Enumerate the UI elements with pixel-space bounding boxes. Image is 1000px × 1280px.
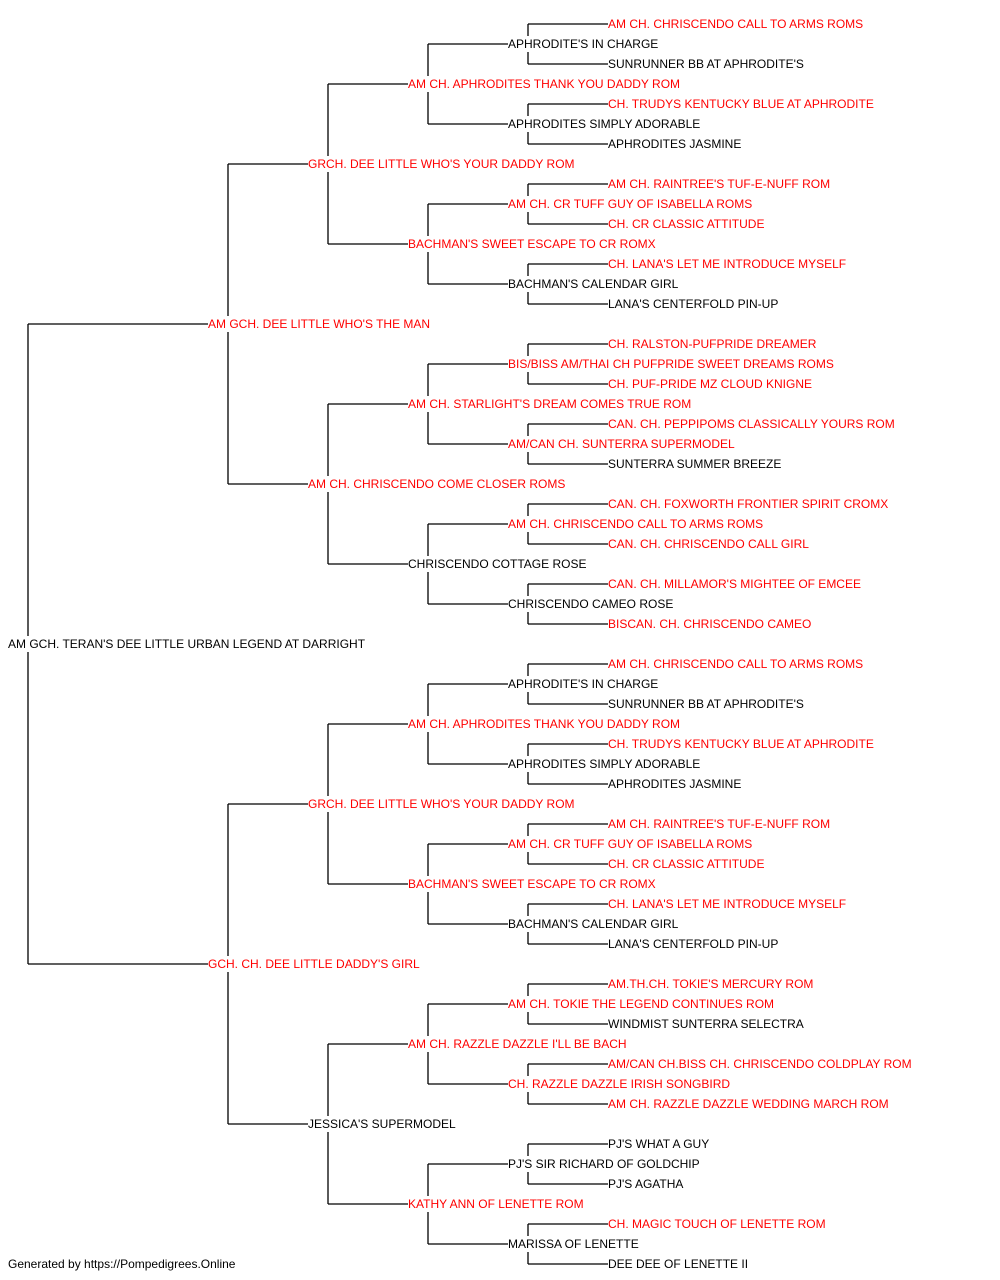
sire-name: AM CH. CHRISCENDO CALL TO ARMS ROMS (608, 657, 863, 671)
dam-name: KATHY ANN OF LENETTE ROM (408, 1197, 584, 1211)
dam-name: APHRODITES SIMPLY ADORABLE (508, 757, 700, 771)
sire-name: CH. LANA'S LET ME INTRODUCE MYSELF (608, 257, 846, 271)
dam-name: AM/CAN CH. SUNTERRA SUPERMODEL (508, 437, 735, 451)
dam-name: AM CH. RAZZLE DAZZLE WEDDING MARCH ROM (608, 1097, 889, 1111)
dam-name: MARISSA OF LENETTE (508, 1237, 639, 1251)
footer-credit: Generated by https://Pompedigrees.Online (8, 1257, 236, 1271)
dam-name: APHRODITES SIMPLY ADORABLE (508, 117, 700, 131)
sire-name: AM CH. CHRISCENDO CALL TO ARMS ROMS (508, 517, 763, 531)
dam-name: APHRODITES JASMINE (608, 137, 741, 151)
sire-name: CH. RALSTON-PUFPRIDE DREAMER (608, 337, 817, 351)
sire-name: AM CH. APHRODITES THANK YOU DADDY ROM (408, 77, 680, 91)
dam-name: CH. CR CLASSIC ATTITUDE (608, 217, 764, 231)
dam-name: CH. CR CLASSIC ATTITUDE (608, 857, 764, 871)
sire-name: BIS/BISS AM/THAI CH PUFPRIDE SWEET DREAM… (508, 357, 834, 371)
dam-name: JESSICA'S SUPERMODEL (308, 1117, 456, 1131)
dam-name: SUNRUNNER BB AT APHRODITE'S (608, 57, 804, 71)
sire-name: AM CH. CHRISCENDO CALL TO ARMS ROMS (608, 17, 863, 31)
sire-name: AM CH. CR TUFF GUY OF ISABELLA ROMS (508, 197, 752, 211)
sire-name: GRCH. DEE LITTLE WHO'S YOUR DADDY ROM (308, 157, 575, 171)
sire-name: APHRODITE'S IN CHARGE (508, 37, 658, 51)
sire-name: CAN. CH. FOXWORTH FRONTIER SPIRIT CROMX (608, 497, 888, 511)
dam-name: BISCAN. CH. CHRISCENDO CAMEO (608, 617, 811, 631)
sire-name: AM CH. CR TUFF GUY OF ISABELLA ROMS (508, 837, 752, 851)
dam-name: LANA'S CENTERFOLD PIN-UP (608, 297, 778, 311)
sire-name: CH. TRUDYS KENTUCKY BLUE AT APHRODITE (608, 97, 874, 111)
dam-name: CHRISCENDO CAMEO ROSE (508, 597, 673, 611)
dam-name: BACHMAN'S SWEET ESCAPE TO CR ROMX (408, 237, 656, 251)
sire-name: AM CH. RAINTREE'S TUF-E-NUFF ROM (608, 177, 830, 191)
sire-name: AM/CAN CH.BISS CH. CHRISCENDO COLDPLAY R… (608, 1057, 912, 1071)
sire-name: AM CH. RAINTREE'S TUF-E-NUFF ROM (608, 817, 830, 831)
sire-name: CAN. CH. PEPPIPOMS CLASSICALLY YOURS ROM (608, 417, 895, 431)
sire-name: CH. TRUDYS KENTUCKY BLUE AT APHRODITE (608, 737, 874, 751)
dam-name: WINDMIST SUNTERRA SELECTRA (608, 1017, 804, 1031)
sire-name: PJ'S WHAT A GUY (608, 1137, 709, 1151)
sire-name: GRCH. DEE LITTLE WHO'S YOUR DADDY ROM (308, 797, 575, 811)
dam-name: APHRODITES JASMINE (608, 777, 741, 791)
dam-name: GCH. CH. DEE LITTLE DADDY'S GIRL (208, 957, 420, 971)
dam-name: LANA'S CENTERFOLD PIN-UP (608, 937, 778, 951)
dam-name: BACHMAN'S CALENDAR GIRL (508, 277, 679, 291)
sire-name: APHRODITE'S IN CHARGE (508, 677, 658, 691)
dam-name: PJ'S AGATHA (608, 1177, 683, 1191)
sire-name: CH. MAGIC TOUCH OF LENETTE ROM (608, 1217, 826, 1231)
dam-name: BACHMAN'S SWEET ESCAPE TO CR ROMX (408, 877, 656, 891)
subject-name: AM GCH. TERAN'S DEE LITTLE URBAN LEGEND … (8, 637, 366, 651)
dam-name: CAN. CH. CHRISCENDO CALL GIRL (608, 537, 809, 551)
dam-name: CH. PUF-PRIDE MZ CLOUD KNIGNE (608, 377, 812, 391)
sire-name: AM CH. RAZZLE DAZZLE I'LL BE BACH (408, 1037, 627, 1051)
sire-name: AM GCH. DEE LITTLE WHO'S THE MAN (208, 317, 430, 331)
sire-name: AM.TH.CH. TOKIE'S MERCURY ROM (608, 977, 813, 991)
dam-name: CHRISCENDO COTTAGE ROSE (408, 557, 586, 571)
sire-name: AM CH. TOKIE THE LEGEND CONTINUES ROM (508, 997, 774, 1011)
sire-name: AM CH. STARLIGHT'S DREAM COMES TRUE ROM (408, 397, 691, 411)
dam-name: CH. RAZZLE DAZZLE IRISH SONGBIRD (508, 1077, 730, 1091)
sire-name: PJ'S SIR RICHARD OF GOLDCHIP (508, 1157, 700, 1171)
sire-name: CH. LANA'S LET ME INTRODUCE MYSELF (608, 897, 846, 911)
dam-name: DEE DEE OF LENETTE II (608, 1257, 748, 1271)
dam-name: SUNRUNNER BB AT APHRODITE'S (608, 697, 804, 711)
sire-name: CAN. CH. MILLAMOR'S MIGHTEE OF EMCEE (608, 577, 861, 591)
dam-name: AM CH. CHRISCENDO COME CLOSER ROMS (308, 477, 565, 491)
sire-name: AM CH. APHRODITES THANK YOU DADDY ROM (408, 717, 680, 731)
dam-name: SUNTERRA SUMMER BREEZE (608, 457, 781, 471)
dam-name: BACHMAN'S CALENDAR GIRL (508, 917, 679, 931)
